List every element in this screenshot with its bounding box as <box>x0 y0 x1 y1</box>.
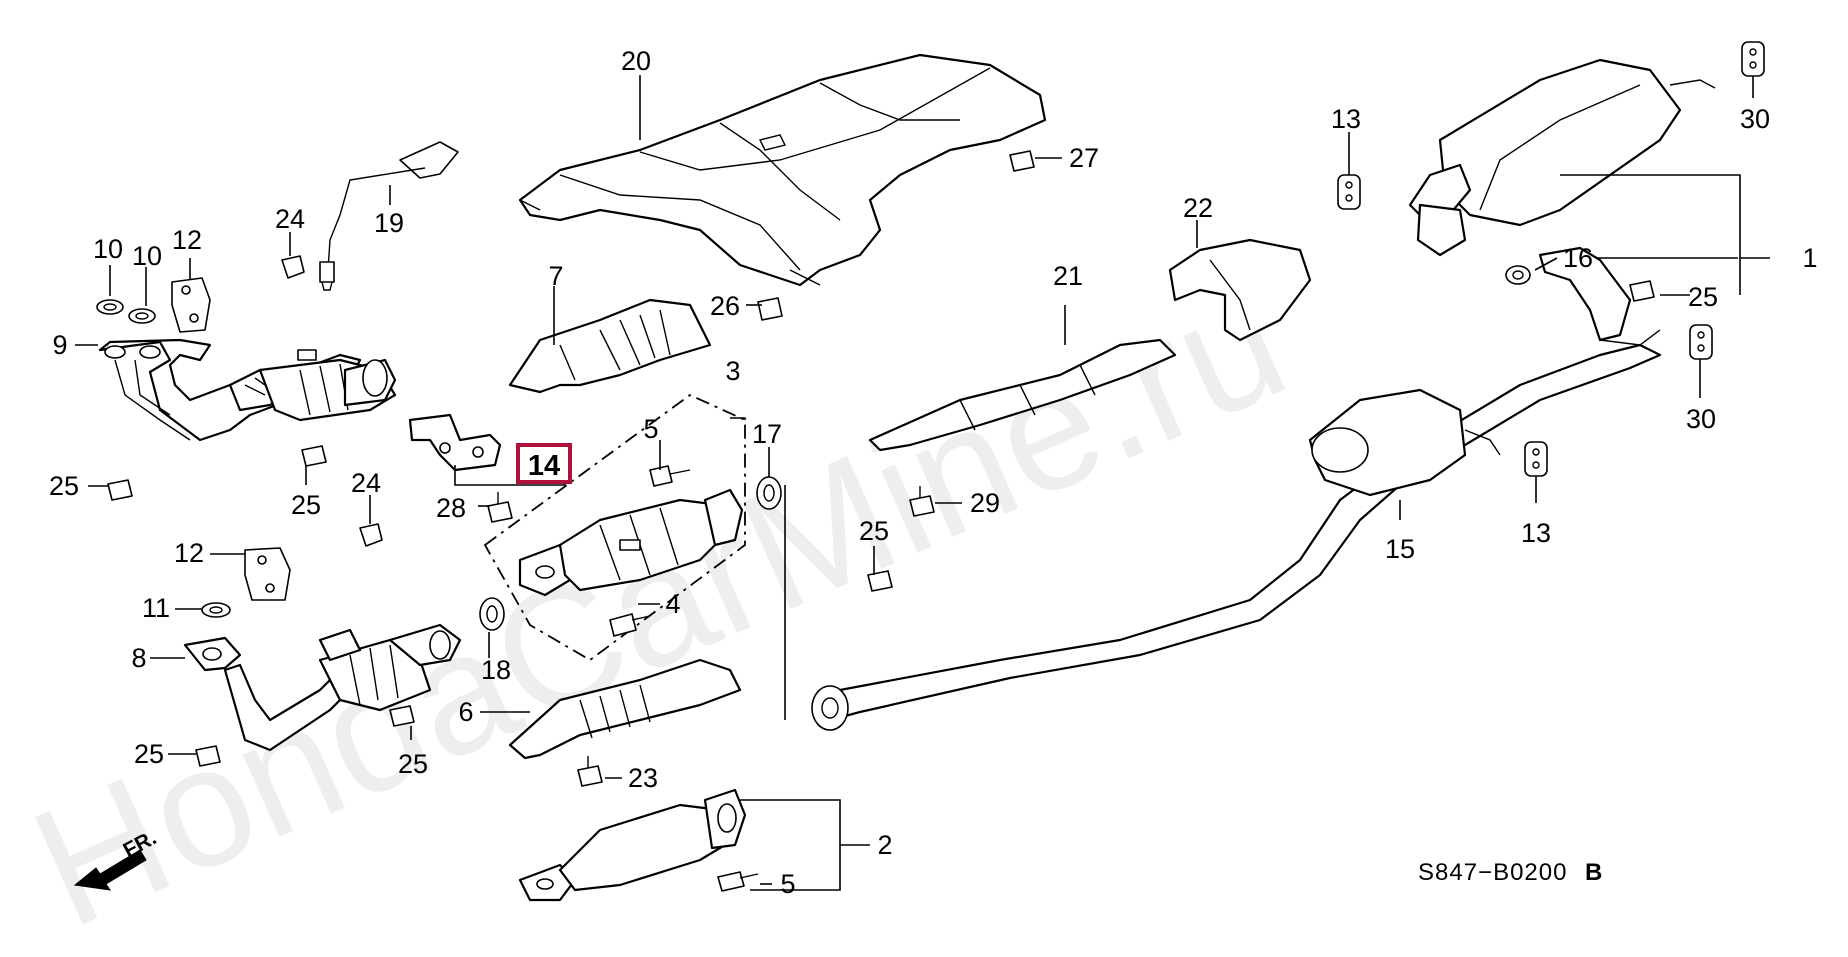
part-bolt-4[interactable] <box>609 613 651 637</box>
part-muffler-1[interactable] <box>1408 58 1716 346</box>
callout-2: 2 <box>877 830 892 860</box>
part-nut-25e[interactable] <box>867 570 893 592</box>
callout-25f: 25 <box>1688 282 1718 312</box>
callout-27: 27 <box>1069 143 1099 173</box>
part-nut-24a[interactable] <box>281 255 305 279</box>
leader-lines <box>75 75 1770 891</box>
part-gasket-11[interactable] <box>201 602 231 618</box>
part-heat-shield-21[interactable] <box>868 338 1177 452</box>
callout-15: 15 <box>1385 534 1415 564</box>
callout-25e: 25 <box>859 516 889 546</box>
part-nut-26[interactable] <box>757 297 783 321</box>
part-hanger-13a[interactable] <box>1337 174 1361 210</box>
callout-10b: 10 <box>132 241 162 271</box>
callout-6: 6 <box>458 697 473 727</box>
part-bolt-27[interactable] <box>1009 150 1035 172</box>
part-bolt-28[interactable] <box>487 492 513 523</box>
part-gasket-16[interactable] <box>1505 265 1531 285</box>
callout-9: 9 <box>52 330 67 360</box>
callout-23: 23 <box>628 763 658 793</box>
callout-30b: 30 <box>1686 404 1716 434</box>
part-bracket-14[interactable] <box>408 413 502 472</box>
part-gasket-10a[interactable] <box>96 299 124 315</box>
callout-21: 21 <box>1053 261 1083 291</box>
callout-26: 26 <box>710 291 740 321</box>
part-bolt-23[interactable] <box>577 756 603 787</box>
diagram-revision: B <box>1585 859 1603 886</box>
callout-12a: 12 <box>172 225 202 255</box>
callout-25a: 25 <box>49 471 79 501</box>
callout-7: 7 <box>548 261 563 291</box>
part-nut-25b[interactable] <box>301 445 327 467</box>
callout-28: 28 <box>436 493 466 523</box>
callout-22: 22 <box>1183 193 1213 223</box>
callout-19: 19 <box>374 208 404 238</box>
part-hanger-30b[interactable] <box>1689 324 1713 360</box>
callout-13a: 13 <box>1331 104 1361 134</box>
callout-24a: 24 <box>275 204 305 234</box>
part-flex-pipe-upper[interactable] <box>258 349 397 422</box>
part-hanger-30a[interactable] <box>1741 41 1765 77</box>
part-catalytic-converter-3[interactable] <box>518 488 744 597</box>
part-nut-25d[interactable] <box>389 705 415 727</box>
callout-11: 11 <box>142 593 170 623</box>
callout-25d: 25 <box>398 749 428 779</box>
part-nut-25f[interactable] <box>1629 280 1655 302</box>
callout-20: 20 <box>621 46 651 76</box>
part-catalytic-converter-2[interactable] <box>518 788 747 902</box>
part-bolt-29[interactable] <box>909 486 935 517</box>
part-nut-25c[interactable] <box>195 745 221 767</box>
callout-1: 1 <box>1802 243 1817 273</box>
part-bracket-12-lower[interactable] <box>244 547 291 601</box>
callout-12b: 12 <box>174 538 204 568</box>
callout-25b: 25 <box>291 490 321 520</box>
callout-14-highlight[interactable]: 14 <box>516 443 572 484</box>
callout-8: 8 <box>131 643 146 673</box>
part-gasket-17[interactable] <box>756 476 782 510</box>
diagram-code-text: S847−B0200 <box>1418 859 1567 886</box>
callout-29: 29 <box>970 488 1000 518</box>
callout-5a: 5 <box>643 414 658 444</box>
callout-30a: 30 <box>1740 104 1770 134</box>
group-boundary-3 <box>483 393 746 662</box>
part-gasket-10b[interactable] <box>128 308 156 324</box>
callout-25c: 25 <box>134 739 164 769</box>
part-bolt-5b[interactable] <box>717 871 759 892</box>
part-nut-25a[interactable] <box>107 479 133 501</box>
callout-24b: 24 <box>351 468 381 498</box>
callout-16: 16 <box>1563 243 1593 273</box>
callout-13b: 13 <box>1521 518 1551 548</box>
part-heat-shield-7[interactable] <box>508 298 712 394</box>
callout-17: 17 <box>752 419 782 449</box>
part-middle-pipe-15[interactable] <box>811 343 1662 731</box>
part-heat-shield-6[interactable] <box>508 658 742 760</box>
part-hanger-13b[interactable] <box>1524 441 1548 477</box>
part-front-pipe-8[interactable] <box>183 623 462 752</box>
part-bracket-12-upper[interactable] <box>171 277 211 333</box>
callout-labels: 1 2 3 4 5 5 6 7 8 9 10 10 11 12 12 13 13… <box>49 46 1818 899</box>
part-gasket-18[interactable] <box>479 597 505 631</box>
part-heat-shield-20[interactable] <box>518 53 1047 287</box>
callout-10a: 10 <box>93 234 123 264</box>
callout-5b: 5 <box>780 869 795 899</box>
part-oxygen-sensor-19[interactable] <box>319 141 459 291</box>
part-nut-24b[interactable] <box>359 523 383 547</box>
part-bolt-5a[interactable] <box>649 465 691 487</box>
callout-14: 14 <box>528 450 560 482</box>
callout-18: 18 <box>481 655 511 685</box>
callout-3: 3 <box>725 356 740 386</box>
diagram-code: S847−B0200 B <box>1418 859 1603 886</box>
part-heat-shield-22[interactable] <box>1168 238 1312 342</box>
callout-4: 4 <box>665 589 680 619</box>
